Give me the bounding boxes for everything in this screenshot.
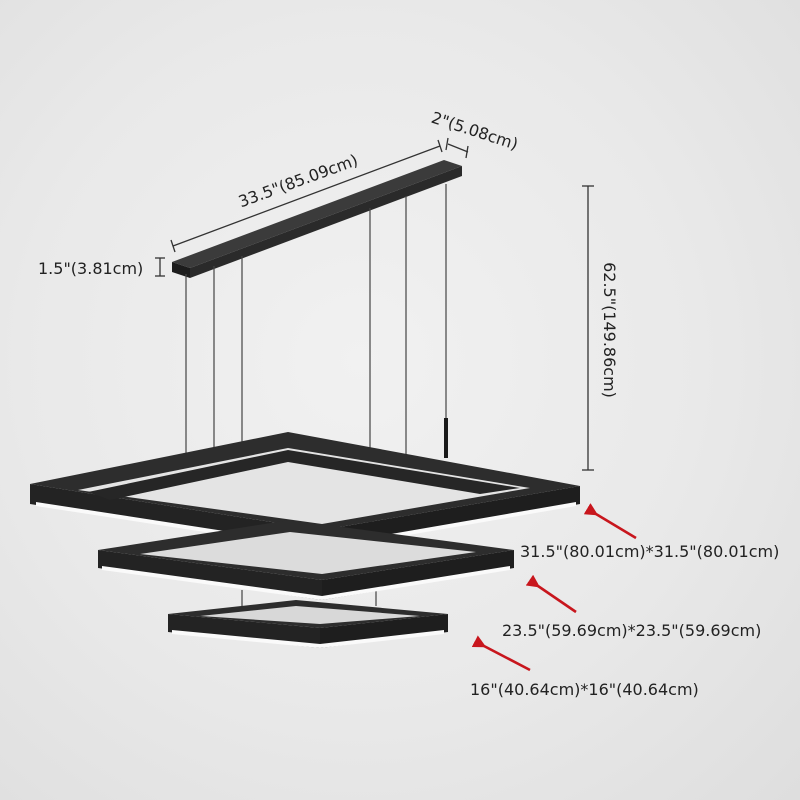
dimension-lines (155, 137, 594, 471)
arrow-medium-ring (525, 574, 577, 614)
ring-medium-label: 23.5"(59.69cm)*23.5"(59.69cm) (502, 621, 761, 640)
ring-small (168, 600, 448, 648)
arrow-small-ring (471, 635, 531, 672)
ring-medium (98, 520, 514, 600)
indicator-arrows (471, 503, 637, 672)
canopy-height-label: 1.5"(3.81cm) (38, 259, 143, 278)
ring-small-label: 16"(40.64cm)*16"(40.64cm) (470, 680, 699, 699)
canopy-width-label: 2"(5.08cm) (429, 108, 520, 154)
overall-drop-label: 62.5"(149.86cm) (600, 262, 619, 398)
ring-large-label: 31.5"(80.01cm)*31.5"(80.01cm) (520, 542, 779, 561)
suspension-cables (185, 184, 448, 612)
arrow-large-ring (583, 503, 637, 540)
